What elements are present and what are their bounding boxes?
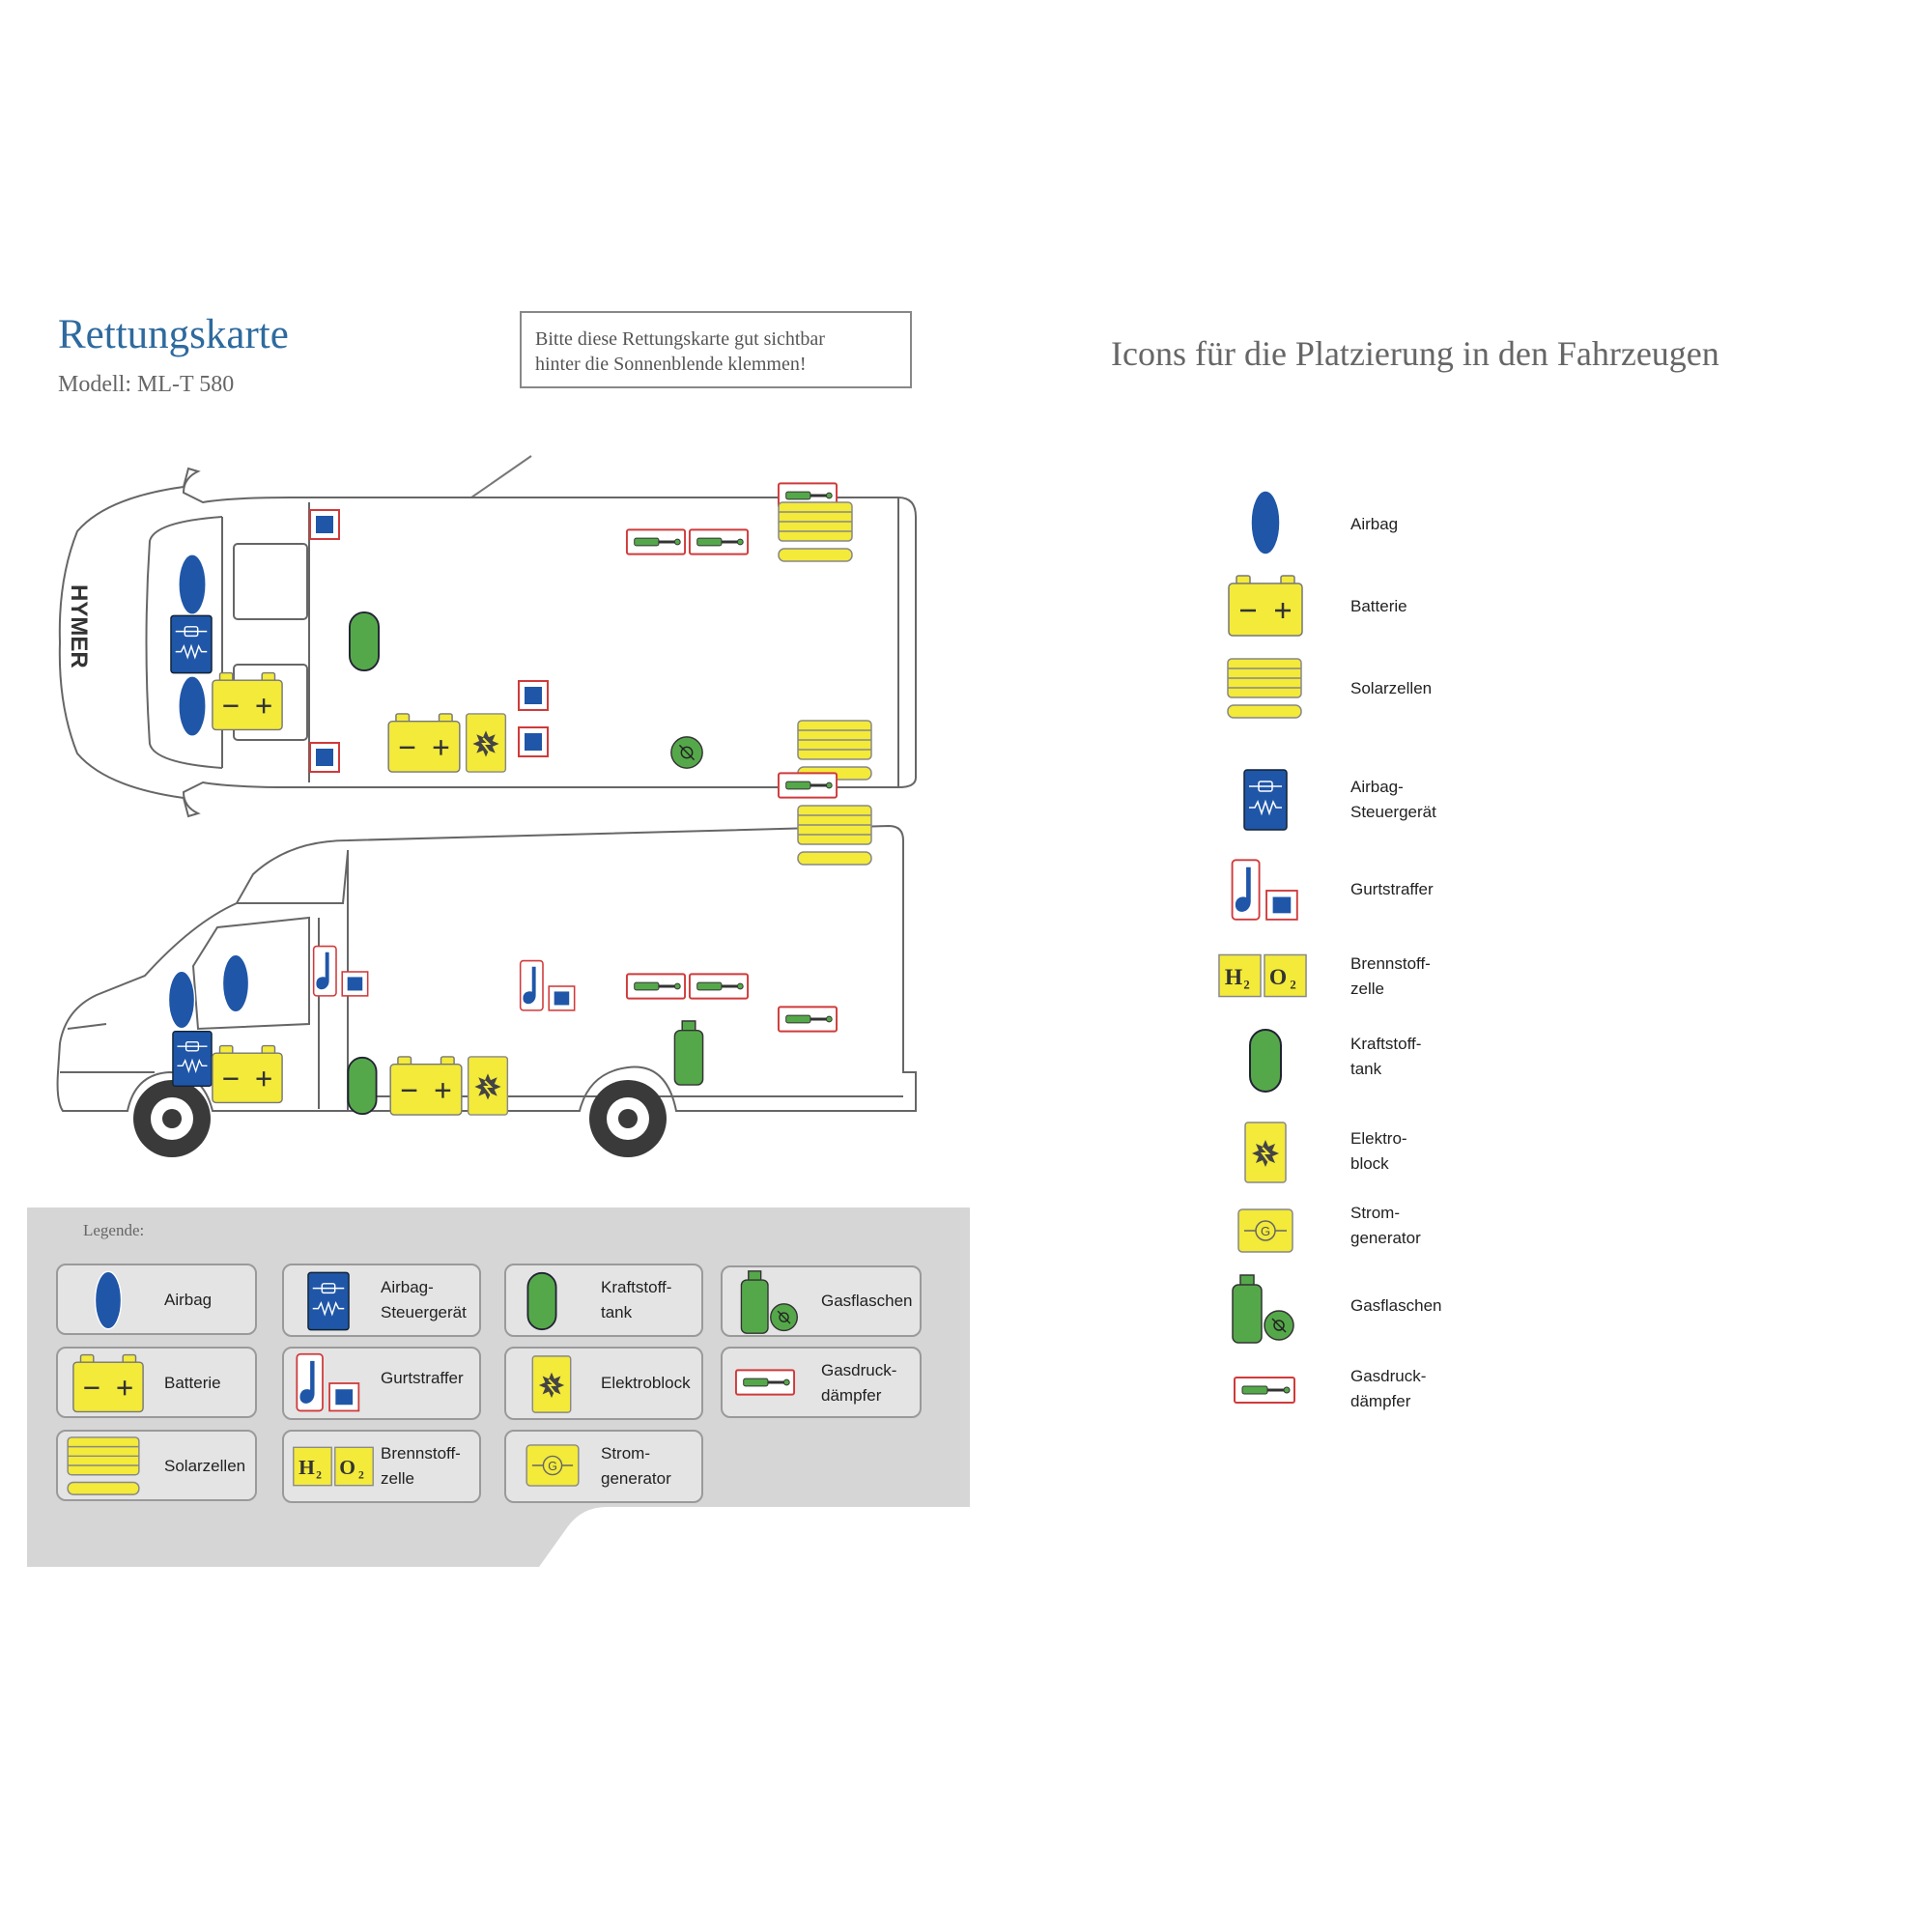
gas-damper-icon (1233, 1376, 1296, 1405)
note-line-2: hinter die Sonnenblende klemmen! (535, 354, 807, 375)
airbag-icon (221, 953, 250, 1013)
electro-block-icon (467, 1055, 509, 1117)
fuel-tank-icon (526, 1271, 557, 1331)
belt-tensioner-icon (518, 680, 549, 711)
battery-icon (386, 712, 462, 774)
airbag-control-unit-icon (172, 1030, 213, 1088)
battery-icon (1227, 574, 1304, 638)
legend-text: Elektroblock (601, 1374, 691, 1392)
battery-icon (388, 1055, 464, 1117)
legend-text: Batterie (164, 1374, 221, 1392)
fuel-cell-icon (1218, 953, 1307, 998)
gas-cylinder-icon (1232, 1274, 1294, 1344)
icon-label-battery: Batterie (1350, 597, 1407, 615)
generator-icon (1237, 1208, 1293, 1253)
legend-label: Legende: (83, 1221, 145, 1239)
legend-item-power-generator: Strom-generator (504, 1430, 703, 1503)
fuel-tank-icon (347, 1056, 378, 1116)
airbag-icon (94, 1270, 123, 1330)
fuel-tank-icon (1249, 1029, 1282, 1093)
belt-tensioner-icon (518, 726, 549, 757)
legend-text: Airbag (164, 1291, 213, 1309)
legend-text: Strom-generator (601, 1444, 671, 1488)
fuel-cell-icon (293, 1446, 374, 1487)
generator-icon (526, 1444, 580, 1487)
solar-cells-icon (797, 720, 872, 781)
legend-text: Gasflaschen (821, 1292, 913, 1310)
airbag-icon (167, 970, 196, 1030)
battery-icon (71, 1353, 145, 1413)
icon-label-gas-damper: Gasdruck-dämpfer (1350, 1367, 1427, 1410)
note-line-1: Bitte diese Rettungskarte gut sichtbar (535, 328, 825, 350)
icon-label-electro-block: Elektro-block (1350, 1129, 1407, 1173)
airbag-icon (178, 675, 207, 737)
legend-item-solar-cells: Solarzellen (56, 1430, 257, 1501)
battery-icon (211, 671, 284, 731)
gas-cylinder-icon (740, 1270, 799, 1334)
instruction-note: Bitte diese Rettungskarte gut sichtbar h… (520, 311, 912, 388)
icon-label-belt-tensioner: Gurtstraffer (1350, 880, 1434, 898)
belt-tensioner-icon (309, 742, 340, 773)
electro-block-icon (1244, 1122, 1287, 1183)
airbag-icon (178, 554, 207, 615)
legend-item-fuel-tank: Kraftstoff-tank (504, 1264, 703, 1337)
vehicle-diagram: HYMER (56, 455, 917, 1157)
electro-block-icon (531, 1354, 572, 1414)
solar-cells-icon (797, 805, 872, 866)
legend-item-electro-block: Elektroblock (504, 1347, 703, 1420)
gas-damper-icon (688, 527, 750, 556)
airbag-control-unit-icon (1243, 769, 1288, 831)
airbag-control-unit-icon (170, 614, 213, 674)
battery-icon (211, 1044, 284, 1104)
gas-damper-icon (777, 771, 838, 800)
legend-text: Airbag-Steuergerät (381, 1278, 467, 1321)
legend-text: Gurtstraffer (381, 1369, 464, 1387)
top-view: HYMER (58, 455, 917, 818)
solar-cells-icon (778, 501, 853, 562)
page-title: Rettungskarte (58, 312, 289, 357)
icon-label-airbag: Airbag (1350, 515, 1399, 533)
belt-tensioner-icon (309, 509, 340, 540)
legend-item-gas-cylinders: Gasflaschen (721, 1265, 922, 1337)
legend-item-gas-damper: Gasdruck-dämpfer (721, 1347, 922, 1418)
icons-panel-title: Icons für die Platzierung in den Fahrzeu… (1111, 334, 1719, 373)
fuel-tank-icon (348, 611, 381, 672)
belt-tensioner-icon (292, 1350, 369, 1416)
model-subtitle: Modell: ML-T 580 (58, 372, 235, 397)
solar-cells-icon (67, 1436, 140, 1495)
gas-damper-icon (625, 972, 687, 1001)
belt-tensioner-icon (1227, 858, 1308, 923)
legend-text: Gasdruck-dämpfer (821, 1361, 897, 1405)
icon-label-airbag-control-unit: Airbag-Steuergerät (1350, 778, 1436, 821)
icon-label-power-generator: Strom-generator (1350, 1204, 1421, 1247)
brand-logo: HYMER (66, 584, 92, 668)
icon-label-fuel-tank: Kraftstoff-tank (1350, 1035, 1422, 1078)
legend-text: Brennstoff-zelle (381, 1444, 461, 1488)
legend-item-battery: Batterie (56, 1347, 257, 1418)
legend-item-belt-tensioner: Gurtstraffer (282, 1347, 481, 1420)
legend-text: Solarzellen (164, 1457, 246, 1475)
gas-damper-icon (625, 527, 687, 556)
icon-label-fuel-cell: Brennstoff-zelle (1350, 954, 1431, 998)
gas-damper-icon (688, 972, 750, 1001)
gas-cylinder-icon (673, 1020, 704, 1086)
solar-cells-icon (1227, 658, 1302, 719)
gas-damper-icon (777, 1005, 838, 1034)
legend-item-fuel-cell: Brennstoff-zelle (282, 1430, 481, 1503)
icon-label-solar-cells: Solarzellen (1350, 679, 1433, 697)
gas-damper-icon (734, 1368, 796, 1397)
legend-item-airbag-control-unit: Airbag-Steuergerät (282, 1264, 481, 1337)
electro-block-icon (465, 712, 507, 774)
legend-text: Kraftstoff-tank (601, 1278, 672, 1321)
airbag-control-unit-icon (307, 1271, 350, 1331)
legend-item-airbag: Airbag (56, 1264, 257, 1335)
side-view (56, 805, 917, 1157)
icon-label-gas-cylinders: Gasflaschen (1350, 1296, 1442, 1315)
gas-cylinder-icon (670, 736, 703, 769)
airbag-icon (1250, 490, 1281, 555)
